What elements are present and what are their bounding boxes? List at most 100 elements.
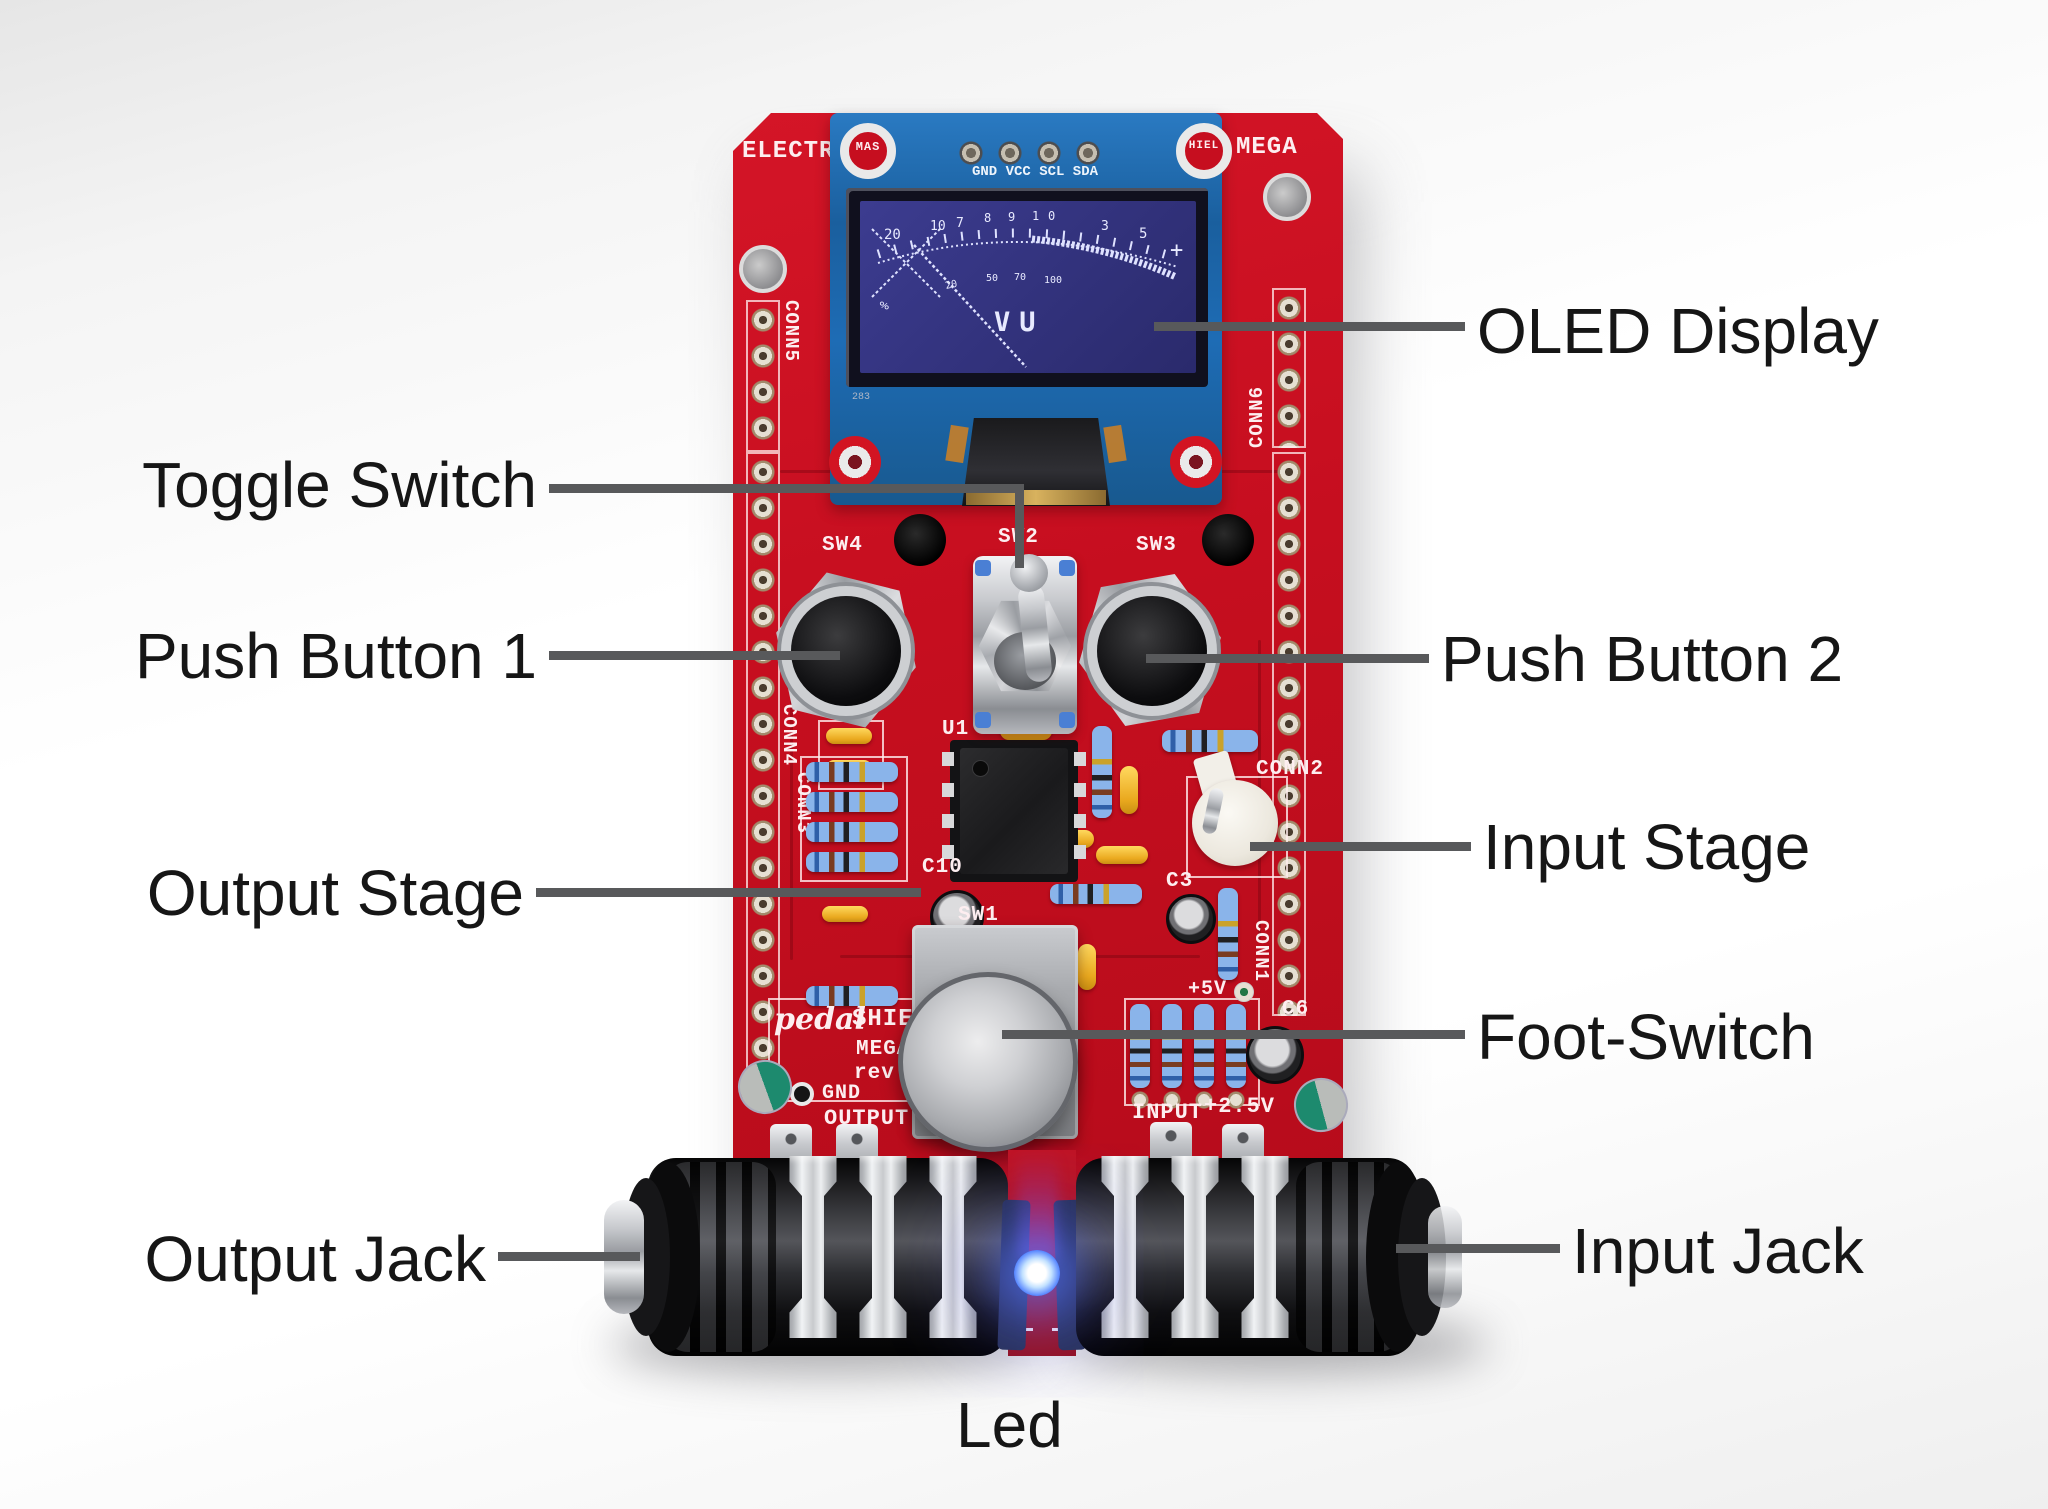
vu-scale-9: 9 [1008,210,1015,224]
callout-line-foot-switch [1002,1030,1465,1039]
silk-sw1: SW1 [958,904,999,927]
vu-scale-20: 20 [884,227,901,243]
oled-hole-bottom-left [829,436,881,488]
header-pads-left [746,452,780,1068]
callout-line-toggle-switch [549,484,1024,493]
label-foot-switch: Foot-Switch [1477,1001,1815,1073]
ic-notch-dot [972,760,989,777]
pcb-trace [790,700,793,960]
capacitor-c3 [1166,894,1216,944]
gnd-pad-ring [790,1082,814,1106]
resistor [806,762,898,782]
silk-hole-right-text: HIEL [1188,140,1220,152]
logo-model-clip: MEGA [856,1038,908,1062]
vu-unit-label: VU [994,307,1045,338]
vu-scale-5: 5 [1139,226,1147,242]
resistor [806,822,898,842]
silk-conn1: CONN1 [1250,920,1272,983]
film-capacitor [1120,766,1138,814]
resistor [1130,1004,1150,1088]
header-pads-conn6 [1272,288,1306,448]
silk-plus25v: +2.5V [1204,1094,1276,1119]
oled-corner-code: 283 [852,392,871,403]
callout-line-push-button-2 [1146,654,1429,663]
oled-pin-labels: GND VCC SCL SDA [971,164,1099,180]
silk-sw4: SW4 [822,534,863,557]
logo-model: MEGA [856,1038,908,1061]
silk-outline [1186,776,1288,878]
label-toggle-switch: Toggle Switch [142,449,537,521]
led-glow-streak [1018,1150,1058,1258]
vu-pct-20: 20 [944,279,958,292]
resistor [1092,726,1112,818]
label-push-button-2: Push Button 2 [1441,623,1844,695]
silk-gnd: GND [822,1082,862,1105]
film-capacitor [1096,846,1148,864]
vu-percent-sign: % [879,298,891,315]
silk-u1: U1 [942,718,970,741]
silk-conn6: CONN6 [1246,386,1268,449]
callout-line-input-jack [1396,1244,1560,1253]
callout-line-toggle-switch-drop [1015,484,1024,568]
input-jack-tip [1428,1206,1462,1308]
silk-c6: C6 [1282,998,1310,1021]
toggle-corner [1059,712,1075,728]
callout-line-push-button-1 [549,651,840,660]
vu-scale-3: 3 [1101,219,1109,234]
oled-screen-active [860,201,1196,373]
silk-conn3: CONN3 [792,772,814,835]
silk-sw3: SW3 [1136,534,1177,557]
vu-pct-100: 100 [1044,275,1062,286]
silk-input: INPUT [1132,1100,1204,1125]
drill-hole [894,514,946,566]
silk-conn4: CONN4 [778,704,800,767]
label-input-jack: Input Jack [1572,1215,1864,1287]
push-button-2-cap [1097,596,1207,706]
pad-plus5v [1234,982,1254,1002]
silk-outline [800,756,908,882]
label-output-jack: Output Jack [144,1223,487,1295]
label-push-button-1: Push Button 1 [134,620,537,692]
label-input-stage: Input Stage [1483,811,1811,883]
silk-plus5v: +5V [1188,978,1228,1001]
oled-pins [956,138,1112,168]
toggle-corner [1059,560,1075,576]
resistor [1218,888,1238,980]
resistor [806,792,898,812]
callout-line-input-stage [1250,842,1471,851]
silk-conn2: CONN2 [1256,758,1325,781]
resistor [1050,884,1142,904]
vu-scale-8: 8 [984,211,991,225]
solder-pads-row [1130,1090,1248,1110]
resistor [1194,1004,1214,1088]
status-led [1014,1250,1060,1296]
film-capacitor [826,728,872,744]
silk-c10: C10 [922,856,963,879]
film-capacitor [822,906,868,922]
resistor [806,852,898,872]
resistor [1162,730,1258,752]
header-pads-conn5 [746,300,780,452]
vu-pct-70: 70 [1014,272,1026,283]
silk-c3: C3 [1166,870,1194,893]
vu-pct-50: 50 [986,273,998,284]
silk-conn5: CONN5 [780,300,802,363]
vu-scale-1: 1 [1032,209,1039,223]
callout-line-oled-display [1154,322,1465,331]
oled-hole-right [1176,123,1232,179]
mount-hole [739,245,787,293]
film-capacitor [1078,944,1096,990]
resistor [1162,1004,1182,1088]
header-pads-right [1272,452,1306,1016]
oled-hole-left [840,123,896,179]
ic-legs-left [942,752,954,870]
silk-hole-left-text: MAS [855,140,881,154]
label-led: Led [956,1389,1063,1461]
toggle-corner [975,712,991,728]
ic-legs-right [1074,752,1086,870]
resistor [806,986,898,1006]
silk-brand-right: MEGA [1236,134,1298,161]
logo-rev: rev. [854,1062,909,1085]
callout-line-output-stage [536,888,921,897]
